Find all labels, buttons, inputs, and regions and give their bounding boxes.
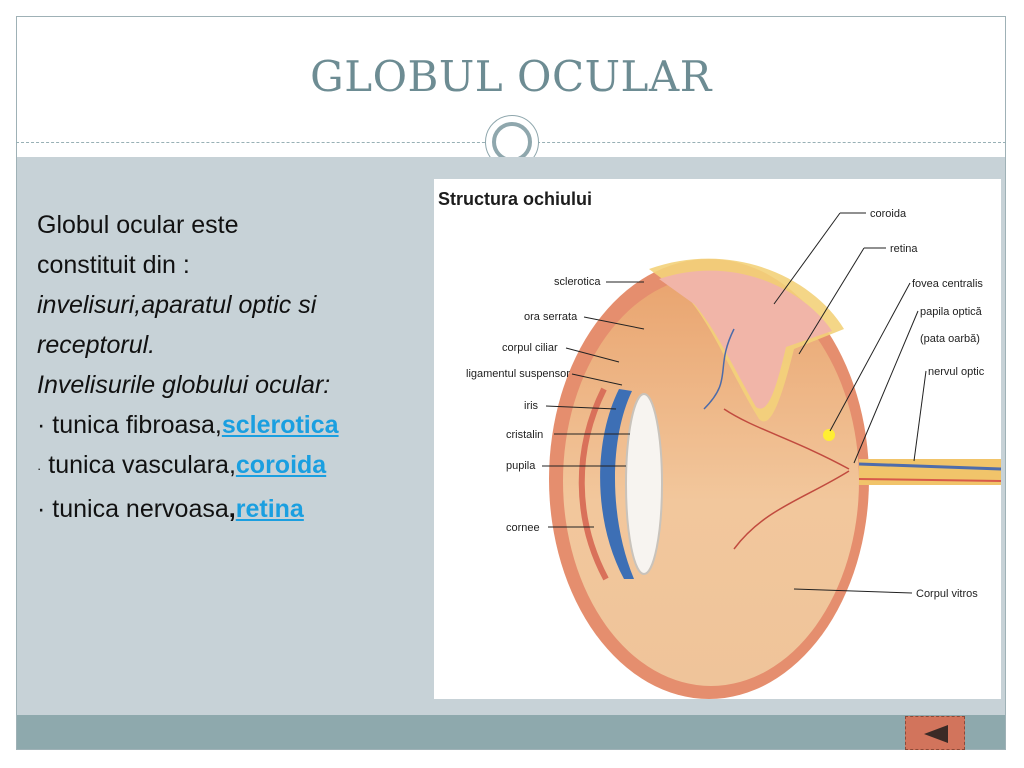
- eye-diagram: Structura ochiului sclerotica: [438, 189, 1002, 699]
- text-line-3: invelisuri,aparatul optic si: [37, 291, 317, 319]
- right-labels: coroida retina fovea centralis papila op…: [773, 208, 985, 600]
- label-ora-serrata: ora serrata: [524, 311, 578, 323]
- label-corpul-vitros: Corpul vitros: [916, 588, 978, 600]
- item3-comma: ,: [228, 495, 236, 523]
- text-line-4: receptorul.: [37, 331, 156, 359]
- label-cornee: cornee: [506, 522, 540, 534]
- left-triangle-icon: [924, 725, 948, 743]
- item2-text: tunica vasculara,: [41, 451, 236, 479]
- footer-bar: [17, 715, 1005, 749]
- label-coroida: coroida: [870, 208, 907, 220]
- list-item-vasculara: · tunica vasculara,coroida: [37, 445, 427, 489]
- left-labels: sclerotica ora serrata corpul ciliar lig…: [466, 276, 645, 534]
- text-line-2: constituit din :: [37, 251, 190, 279]
- list-item-fibroasa: · tunica fibroasa,sclerotica: [37, 405, 427, 445]
- figure-title: Structura ochiului: [438, 189, 592, 209]
- label-pupila: pupila: [506, 460, 536, 472]
- label-cristalin: cristalin: [506, 429, 543, 441]
- back-button[interactable]: [905, 716, 965, 750]
- label-sclerotica: sclerotica: [554, 276, 601, 288]
- text-line-5: Invelisurile globului ocular:: [37, 371, 331, 399]
- label-pata-oarba: (pata oarbă): [920, 333, 980, 345]
- list-item-nervoasa: · tunica nervoasa,retina: [37, 489, 427, 529]
- item1-text: · tunica fibroasa,: [37, 411, 222, 439]
- slide-title: GLOBUL OCULAR: [310, 52, 712, 101]
- sclerotica-link[interactable]: sclerotica: [221, 411, 339, 439]
- ring-inner: [492, 122, 532, 162]
- item2-dot: ·: [37, 461, 42, 476]
- label-corpul-ciliar: corpul ciliar: [502, 342, 558, 354]
- eye-structure-figure: Structura ochiului sclerotica: [434, 179, 1002, 699]
- text-line-1: Globul ocular este: [37, 211, 239, 239]
- label-fovea: fovea centralis: [912, 278, 983, 290]
- label-papila: papila optică: [920, 306, 983, 318]
- retina-link[interactable]: retina: [235, 495, 304, 523]
- label-nervul-optic: nervul optic: [928, 366, 985, 378]
- body-text: Globul ocular este constituit din : inve…: [37, 205, 427, 529]
- item3-text: · tunica nervoasa: [37, 495, 229, 523]
- label-ligamentul: ligamentul suspensor: [466, 368, 570, 380]
- label-iris: iris: [524, 400, 539, 412]
- eyeball: [549, 258, 1002, 699]
- label-retina: retina: [890, 243, 918, 255]
- coroida-link[interactable]: coroida: [235, 451, 327, 479]
